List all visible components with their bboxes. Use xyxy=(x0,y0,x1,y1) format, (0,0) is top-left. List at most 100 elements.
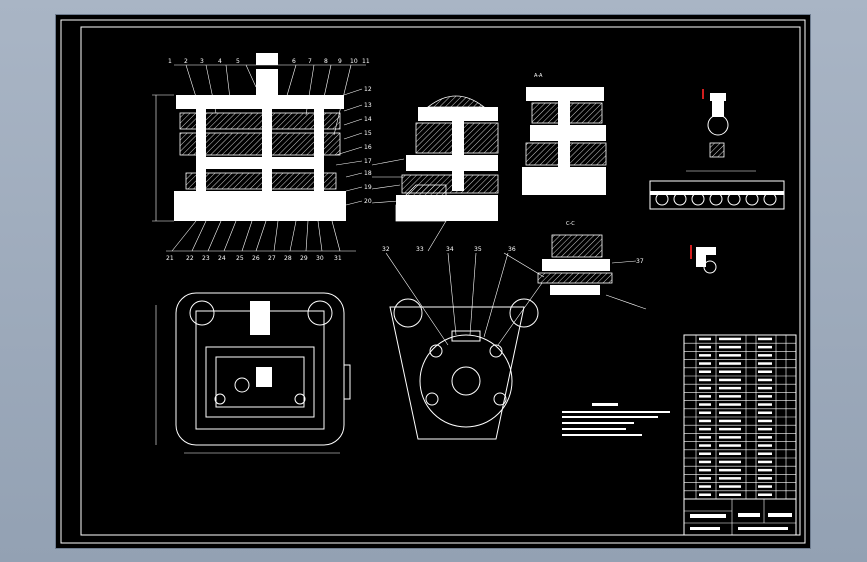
part-number: 20 xyxy=(364,198,372,205)
table-cell-text xyxy=(758,345,772,349)
table-cell-text xyxy=(719,460,741,464)
part-number: 12 xyxy=(364,86,372,93)
table-cell-text xyxy=(699,477,711,480)
table-cell-text xyxy=(719,419,741,423)
table-cell-text xyxy=(758,477,772,480)
table-cell-text xyxy=(758,362,772,365)
table-cell-text xyxy=(758,411,772,414)
inner-border xyxy=(80,26,801,536)
cad-drawing-canvas: 1 2 3 4 5 6 7 8 9 10 11 12 13 14 15 16 1… xyxy=(60,19,806,544)
table-cell-text xyxy=(758,452,772,455)
table-cell-text xyxy=(719,468,741,472)
part-number: 3 xyxy=(200,58,204,65)
table-cell-text xyxy=(758,444,772,447)
table-cell-text xyxy=(758,370,772,373)
part-number: 33 xyxy=(416,246,424,253)
part-number: 7 xyxy=(308,58,312,65)
part-number: 30 xyxy=(316,255,324,262)
table-cell-text xyxy=(758,395,772,398)
front-section-view xyxy=(152,53,366,252)
table-cell-text xyxy=(719,485,741,488)
table-cell-text xyxy=(699,436,711,439)
part-numbers-bottom: 21 22 23 24 25 26 27 28 29 30 31 xyxy=(166,255,342,262)
part-number: 14 xyxy=(364,116,372,123)
part-number: 2 xyxy=(184,58,188,65)
table-cell-text xyxy=(719,378,741,382)
table-cell-text xyxy=(719,370,741,373)
part-number: 18 xyxy=(364,170,372,177)
table-cell-text xyxy=(699,452,711,455)
table-cell-text xyxy=(699,419,711,423)
table-cell-text xyxy=(758,419,772,423)
part-number: 15 xyxy=(364,130,372,137)
bottom-center-view xyxy=(385,252,543,440)
table-cell-text xyxy=(699,370,711,373)
table-cell-text xyxy=(758,427,772,431)
section-label: A-A xyxy=(534,73,543,79)
table-cell-text xyxy=(719,452,741,455)
part-number: 31 xyxy=(334,255,342,262)
table-cell-text xyxy=(758,337,772,341)
part-number: 6 xyxy=(292,58,296,65)
part-number: 27 xyxy=(268,255,276,262)
part-number: 36 xyxy=(508,246,516,253)
table-cell-text xyxy=(699,395,711,398)
parts-list-table xyxy=(683,334,797,536)
table-cell-text xyxy=(699,337,711,341)
table-cell-text xyxy=(719,386,741,390)
technical-notes xyxy=(562,403,670,436)
table-cell-text xyxy=(719,427,741,431)
table-cell-text xyxy=(719,436,741,439)
part-number: 21 xyxy=(166,255,174,262)
part-number: 4 xyxy=(218,58,222,65)
part-number: 8 xyxy=(324,58,328,65)
table-cell-text xyxy=(719,477,741,480)
part-number: 24 xyxy=(218,255,226,262)
table-cell-text xyxy=(719,354,741,357)
outer-border xyxy=(60,19,806,544)
plan-view xyxy=(155,292,351,454)
part-number: 34 xyxy=(446,246,454,253)
table-cell-text xyxy=(719,411,741,414)
table-cell-text xyxy=(758,460,772,464)
table-cell-text xyxy=(758,493,772,496)
part-number: 9 xyxy=(338,58,342,65)
table-cell-text xyxy=(699,411,711,414)
table-cell-text xyxy=(719,345,741,349)
table-cell-text xyxy=(758,485,772,488)
table-cell-text xyxy=(699,493,711,496)
cad-drawing-viewport[interactable]: 1 2 3 4 5 6 7 8 9 10 11 12 13 14 15 16 1… xyxy=(56,15,810,548)
part-number: 10 xyxy=(350,58,358,65)
table-cell-text xyxy=(719,337,741,341)
table-cell-text xyxy=(699,386,711,390)
table-cell-text xyxy=(719,403,741,406)
part-number: 19 xyxy=(364,184,372,191)
part-numbers-mid: 32 33 34 35 36 37 xyxy=(382,246,644,265)
part-number: 32 xyxy=(382,246,390,253)
table-cell-text xyxy=(719,444,741,447)
top-right-view: A-A xyxy=(522,73,607,195)
part-number: 37 xyxy=(636,258,644,265)
table-cell-text xyxy=(758,468,772,472)
table-cell-text xyxy=(699,427,711,431)
table-cell-text xyxy=(699,345,711,349)
table-cell-text xyxy=(699,460,711,464)
table-cell-text xyxy=(758,436,772,439)
part-number: 13 xyxy=(364,102,372,109)
part-number: 29 xyxy=(300,255,308,262)
part-number: 16 xyxy=(364,144,372,151)
detail-views xyxy=(649,89,785,274)
part-numbers-top: 1 2 3 4 5 6 7 8 9 10 11 xyxy=(168,58,370,65)
table-cell-text xyxy=(719,395,741,398)
table-cell-text xyxy=(758,378,772,382)
part-number: 35 xyxy=(474,246,482,253)
side-section-view xyxy=(371,95,499,252)
part-number: 22 xyxy=(186,255,194,262)
part-number: 23 xyxy=(202,255,210,262)
part-number: 5 xyxy=(236,58,240,65)
cc-section-view: C-C xyxy=(503,221,647,310)
table-cell-text xyxy=(699,378,711,382)
table-cell-text xyxy=(758,354,772,357)
table-cell-text xyxy=(699,468,711,472)
part-number: 11 xyxy=(362,58,370,65)
